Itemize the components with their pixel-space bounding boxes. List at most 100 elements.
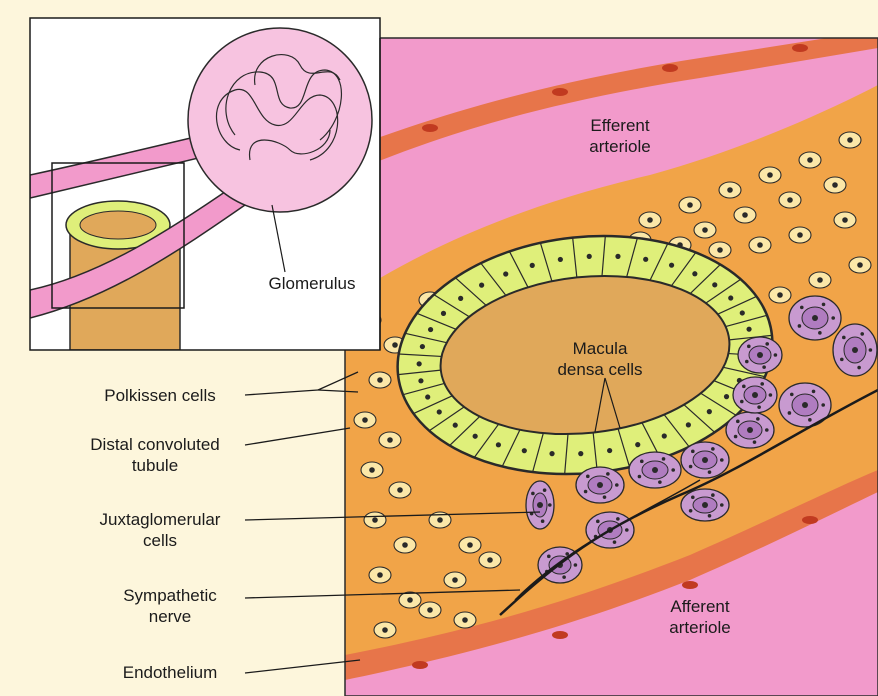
tubule-cell-nucleus	[724, 394, 729, 399]
macula-label-line2: densa cells	[540, 359, 660, 380]
inset-glomerulus	[188, 28, 372, 212]
efferent-arteriole-label: Efferent arteriole	[570, 115, 670, 157]
wall-cell	[361, 462, 383, 478]
afferent-arteriole-label: Afferent arteriole	[650, 596, 750, 638]
polkissen-cells-label: Polkissen cells	[80, 385, 240, 406]
tubule-cell-nucleus	[692, 271, 697, 276]
tubule-cell-nucleus	[503, 271, 508, 276]
tubule-cell-nucleus	[453, 423, 458, 428]
tubule-cell-nucleus	[420, 344, 425, 349]
tubule-cell-nucleus	[473, 434, 478, 439]
endothelium-label: Endothelium	[100, 662, 240, 683]
jg-cell	[629, 452, 681, 488]
wall-cell	[759, 167, 781, 183]
jg-cell	[526, 481, 554, 529]
wall-cell	[849, 257, 871, 273]
tubule-cell-nucleus	[643, 257, 648, 262]
wall-cell	[734, 207, 756, 223]
tubule-cell-nucleus	[496, 442, 501, 447]
distal-tubule-label: Distal convoluted tubule	[70, 434, 240, 476]
polkissen-label-line1: Polkissen cells	[80, 385, 240, 406]
wall-cell	[809, 272, 831, 288]
wall-cell	[639, 212, 661, 228]
wall-cell	[749, 237, 771, 253]
jg-cell	[681, 489, 729, 521]
wall-cell	[369, 567, 391, 583]
wall-cell	[354, 412, 376, 428]
wall-cell	[769, 287, 791, 303]
tubule-cell-nucleus	[746, 327, 751, 332]
tubule-cell-nucleus	[418, 378, 423, 383]
tubule-cell-nucleus	[615, 254, 620, 259]
wall-cell	[454, 612, 476, 628]
juxtaglomerular-cells-label: Juxtaglomerular cells	[80, 509, 240, 551]
jg-cell	[681, 442, 729, 478]
jg-cell	[738, 337, 782, 373]
tubule-cell-nucleus	[712, 282, 717, 287]
distal-label-line1: Distal convoluted	[70, 434, 240, 455]
wall-cell	[444, 572, 466, 588]
tubule-cell-nucleus	[522, 448, 527, 453]
tubule-cell-nucleus	[587, 254, 592, 259]
wall-cell	[839, 132, 861, 148]
wall-cell	[459, 537, 481, 553]
wall-cell	[419, 602, 441, 618]
efferent-label-line2: arteriole	[570, 136, 670, 157]
wall-cell	[389, 482, 411, 498]
wall-cell	[374, 622, 396, 638]
wall-cell	[799, 152, 821, 168]
tubule-cell-nucleus	[707, 409, 712, 414]
inset-panel	[30, 18, 380, 350]
sympathetic-label-line2: nerve	[100, 606, 240, 627]
tubule-cell-nucleus	[530, 263, 535, 268]
distal-label-line2: tubule	[70, 455, 240, 476]
tubule-cell-nucleus	[635, 442, 640, 447]
wall-cell	[719, 182, 741, 198]
tubule-cell-nucleus	[437, 409, 442, 414]
wall-cell	[824, 177, 846, 193]
jg-cell	[833, 324, 877, 376]
macula-label-line1: Macula	[540, 338, 660, 359]
jg-cell	[789, 296, 841, 340]
endothelium-pointer	[245, 660, 360, 673]
distal-pointer	[245, 428, 350, 445]
wall-cell	[679, 197, 701, 213]
wall-cell	[369, 372, 391, 388]
wall-cell	[789, 227, 811, 243]
polkissen-pointer	[245, 390, 318, 395]
tubule-cell-nucleus	[662, 433, 667, 438]
tubule-cell-nucleus	[425, 394, 430, 399]
glomerulus-label-text: Glomerulus	[269, 274, 356, 293]
wall-cell	[709, 242, 731, 258]
wall-cell	[364, 512, 386, 528]
wall-cell	[394, 537, 416, 553]
jg-cell	[576, 467, 624, 503]
tubule-cell-nucleus	[428, 327, 433, 332]
jg-cell	[726, 412, 774, 448]
afferent-label-line2: arteriole	[650, 617, 750, 638]
tubule-cell-nucleus	[549, 451, 554, 456]
endothelium-label-line1: Endothelium	[100, 662, 240, 683]
sympathetic-label-line1: Sympathetic	[100, 585, 240, 606]
wall-cell	[694, 222, 716, 238]
wall-cell	[479, 552, 501, 568]
wall-cell	[399, 592, 421, 608]
wall-cell	[834, 212, 856, 228]
inset-tubule-lumen	[80, 211, 156, 239]
tubule-cell-nucleus	[740, 310, 745, 315]
jg-cell	[733, 377, 777, 413]
tubule-cell-nucleus	[607, 448, 612, 453]
glomerulus-label: Glomerulus	[262, 273, 362, 294]
tubule-cell-nucleus	[728, 295, 733, 300]
juxta-label-line1: Juxtaglomerular	[80, 509, 240, 530]
tubule-cell-nucleus	[479, 283, 484, 288]
tubule-cell-nucleus	[441, 311, 446, 316]
juxta-label-line2: cells	[80, 530, 240, 551]
tubule-cell-nucleus	[458, 296, 463, 301]
tubule-cell-nucleus	[417, 361, 422, 366]
tubule-cell-nucleus	[578, 451, 583, 456]
afferent-label-line1: Afferent	[650, 596, 750, 617]
sympathetic-nerve-label: Sympathetic nerve	[100, 585, 240, 627]
wall-cell	[379, 432, 401, 448]
tubule-cell-nucleus	[669, 263, 674, 268]
